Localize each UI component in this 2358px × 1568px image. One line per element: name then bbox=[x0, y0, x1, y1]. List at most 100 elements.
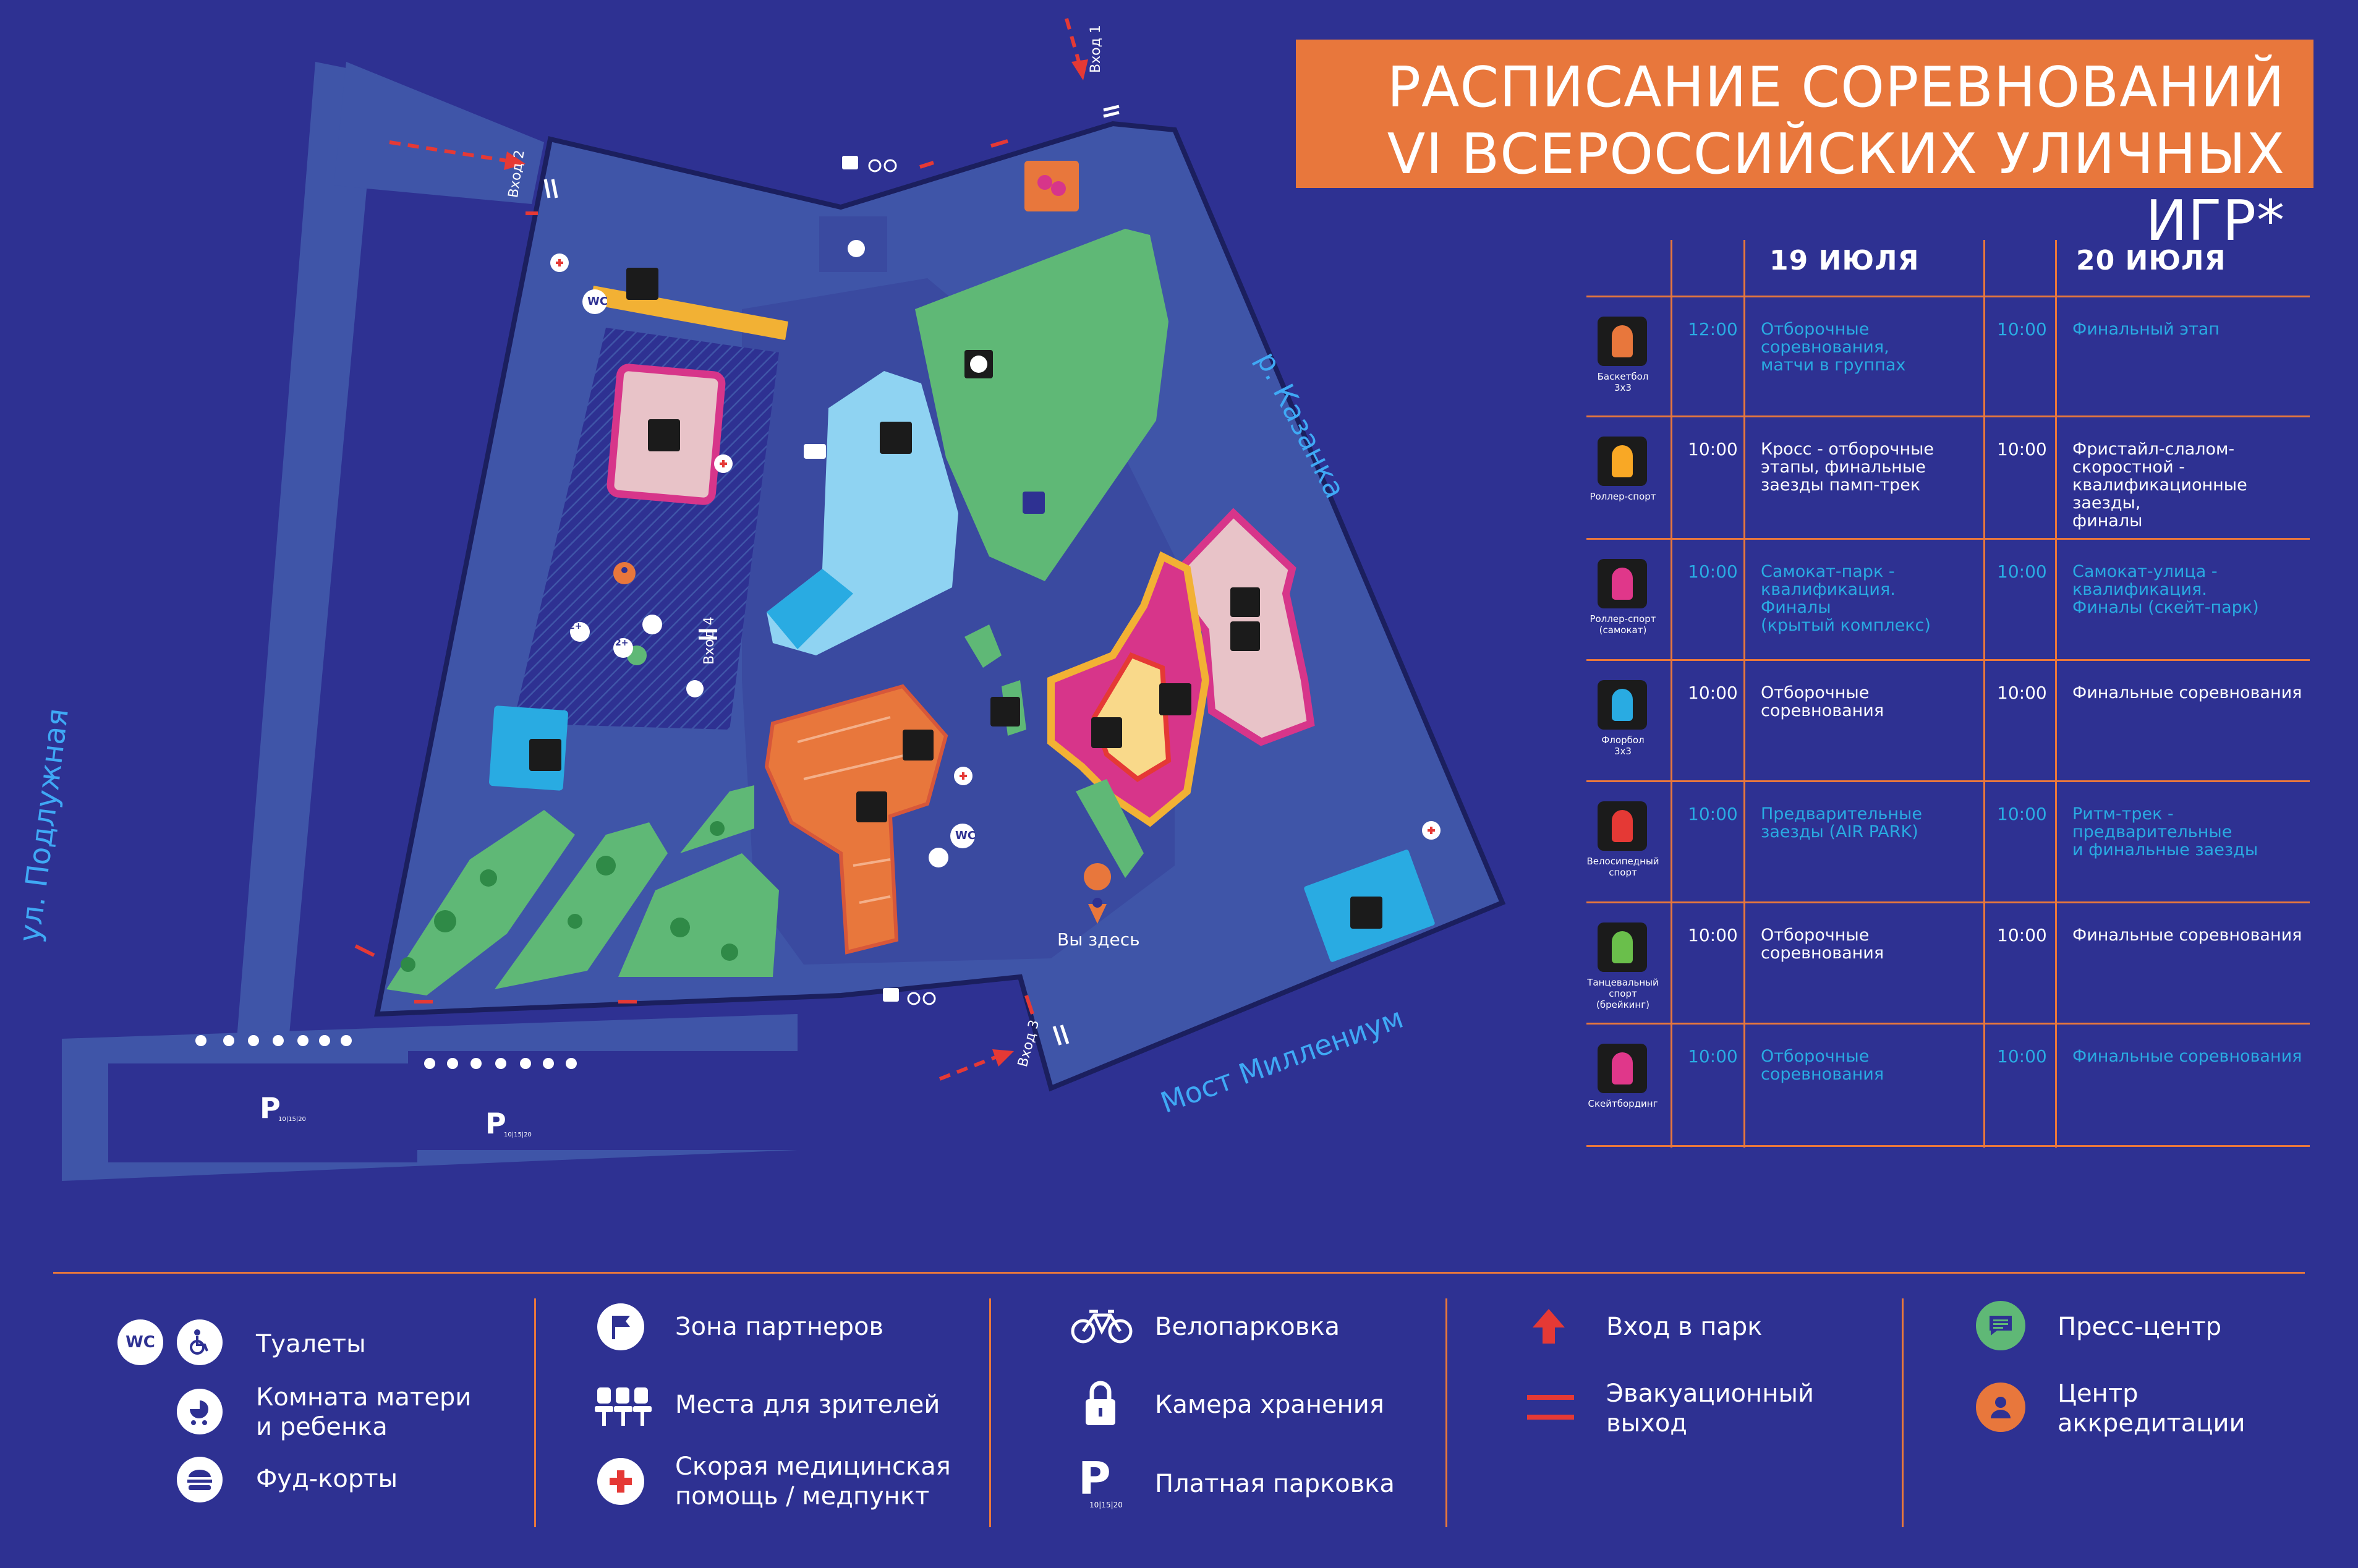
roller-skate-icon bbox=[1612, 445, 1633, 477]
entrance-arrow-1 bbox=[1065, 18, 1081, 62]
schedule-title-box: РАСПИСАНИЕ СОРЕВНОВАНИЙ VI ВСЕРОССИЙСКИХ… bbox=[1296, 40, 2313, 254]
schedule-vline-3 bbox=[1983, 240, 1985, 1148]
event-day2: Финальный этап bbox=[2072, 320, 2220, 339]
sport-icon-tile bbox=[1598, 317, 1647, 366]
entrance-arrow-1-head bbox=[1071, 59, 1088, 80]
sport-name: Флорбол 3x3 bbox=[1601, 735, 1645, 757]
time-day2: 10:00 bbox=[1997, 804, 2047, 824]
basketball-icon bbox=[1612, 325, 1633, 357]
event-day2: Финальные соревнования bbox=[2072, 926, 2302, 945]
legend-accreditation: Центр аккредитации bbox=[2058, 1379, 2245, 1438]
sport-icon-tile bbox=[1598, 1044, 1647, 1093]
time-day1: 10:00 bbox=[1688, 804, 1738, 824]
green-football-field bbox=[915, 229, 1168, 581]
time-day1: 10:00 bbox=[1688, 439, 1738, 459]
flag-icon bbox=[597, 1303, 644, 1350]
event-day1: Отборочные соревнования bbox=[1761, 926, 1884, 963]
legend-sep-2 bbox=[989, 1298, 991, 1527]
wc-icon-text: WC bbox=[126, 1333, 155, 1352]
wc-icon: WC bbox=[117, 1319, 163, 1365]
parking-icon-sub: 10|15|20 bbox=[1089, 1501, 1123, 1509]
parking-p-1: P bbox=[260, 1091, 281, 1125]
parking-lot-2 bbox=[408, 1051, 804, 1150]
entrance-arrow-icon bbox=[1527, 1305, 1570, 1348]
event-day1: Отборочные соревнования bbox=[1761, 1047, 1884, 1084]
day1-header: 19 ИЮЛЯ bbox=[1769, 245, 1920, 276]
scooter-icon bbox=[1612, 568, 1633, 600]
wc-map-label-1: WC bbox=[587, 295, 608, 308]
legend-sep-3 bbox=[1445, 1298, 1447, 1527]
legend-bike-parking: Велопарковка bbox=[1155, 1313, 1340, 1341]
event-day1: Кросс - отборочные этапы, финальные заез… bbox=[1761, 440, 1934, 495]
sport-name: Баскетбол 3x3 bbox=[1597, 371, 1649, 393]
parking-p-2: P bbox=[485, 1107, 506, 1140]
legend-food-courts: Фуд-корты bbox=[256, 1465, 398, 1493]
day2-header: 20 ИЮЛЯ bbox=[2076, 245, 2226, 276]
time-day2: 10:00 bbox=[1997, 925, 2047, 945]
time-day2: 10:00 bbox=[1997, 561, 2047, 582]
event-day1: Отборочные соревнования bbox=[1761, 683, 1884, 720]
time-day2: 10:00 bbox=[1997, 439, 2047, 459]
time-day1: 10:00 bbox=[1688, 683, 1738, 703]
schedule-hline bbox=[1586, 901, 2310, 903]
legend-press-center: Пресс-центр bbox=[2058, 1313, 2222, 1341]
stroller-icon bbox=[177, 1389, 223, 1434]
event-day1: Предварительные заезды (AIR PARK) bbox=[1761, 804, 1922, 842]
schedule-hline bbox=[1586, 780, 2310, 782]
evac-exit-icon bbox=[1526, 1395, 1575, 1420]
lock-icon bbox=[1081, 1375, 1120, 1431]
schedule-hline-top bbox=[1586, 296, 2310, 297]
entrance-arrow-3 bbox=[939, 1055, 997, 1081]
breakdance-icon bbox=[1612, 931, 1633, 963]
title-line-1: РАСПИСАНИЕ СОРЕВНОВАНИЙ bbox=[1387, 55, 2285, 120]
partner-zone-icon bbox=[1037, 175, 1066, 196]
time-day2: 10:00 bbox=[1997, 683, 2047, 703]
evac-exit-mark-4 bbox=[354, 944, 375, 957]
event-day2: Фристайл-слалом- скоростной - квалификац… bbox=[2072, 440, 2247, 530]
skateboard-icon bbox=[1612, 1052, 1633, 1084]
gate-marks bbox=[543, 104, 1120, 1046]
event-day2: Финальные соревнования bbox=[2072, 683, 2302, 702]
green-area-1 bbox=[386, 810, 575, 995]
schedule-hline bbox=[1586, 415, 2310, 417]
legend-storage: Камера хранения bbox=[1155, 1391, 1384, 1419]
you-are-here-label: Вы здесь bbox=[1057, 929, 1140, 950]
parking-icon-letter: P bbox=[1078, 1452, 1111, 1504]
green-area-7 bbox=[1076, 779, 1144, 878]
green-area-4 bbox=[680, 785, 754, 853]
parking-lot-1 bbox=[108, 1063, 417, 1162]
floorball-icon bbox=[1612, 689, 1633, 721]
wheelchair-icon bbox=[177, 1319, 223, 1365]
time-day1: 10:00 bbox=[1688, 925, 1738, 945]
schedule-hline bbox=[1586, 659, 2310, 661]
sport-name: Велосипедный спорт bbox=[1586, 856, 1659, 878]
sport-name: Роллер-спорт (самокат) bbox=[1590, 613, 1656, 636]
sport-icon-tile bbox=[1598, 437, 1647, 486]
parking-icon: P 10|15|20 bbox=[1078, 1452, 1128, 1514]
legend-spectator-seats: Места для зрителей bbox=[675, 1391, 940, 1419]
press-chat-icon bbox=[1976, 1301, 2025, 1350]
time-day2: 10:00 bbox=[1997, 1046, 2047, 1067]
sport-icon-tile bbox=[1598, 559, 1647, 608]
legend-medical: Скорая медицинская помощь / медпункт bbox=[675, 1452, 951, 1510]
street-podluzhnaya-band bbox=[232, 62, 377, 1101]
green-area-5 bbox=[964, 624, 1002, 668]
bmx-icon bbox=[1612, 810, 1633, 842]
sport-icon-tile bbox=[1598, 680, 1647, 730]
green-area-3 bbox=[618, 853, 779, 977]
event-day2: Самокат-улица - квалификация. Финалы (ск… bbox=[2072, 562, 2259, 617]
bicycle-icon bbox=[1070, 1305, 1134, 1348]
sport-icon-tile bbox=[1598, 801, 1647, 851]
schedule-vline-2 bbox=[1743, 240, 1745, 1148]
event-day2: Финальные соревнования bbox=[2072, 1047, 2302, 1066]
evac-exit-mark-7 bbox=[1024, 995, 1034, 1015]
time-day1: 10:00 bbox=[1688, 561, 1738, 582]
time-day1: 12:00 bbox=[1688, 319, 1738, 339]
title-line-2: VI ВСЕРОССИЙСКИХ УЛИЧНЫХ ИГР* bbox=[1387, 122, 2285, 254]
legend-partner-zone: Зона партнеров bbox=[675, 1313, 884, 1341]
schedule-hline bbox=[1586, 1145, 2310, 1147]
legend-toilets: Туалеты bbox=[256, 1330, 366, 1358]
event-day1: Отборочные соревнования, матчи в группах bbox=[1761, 320, 1906, 375]
evac-exit-mark-3 bbox=[990, 139, 1008, 148]
time-day1: 10:00 bbox=[1688, 1046, 1738, 1067]
